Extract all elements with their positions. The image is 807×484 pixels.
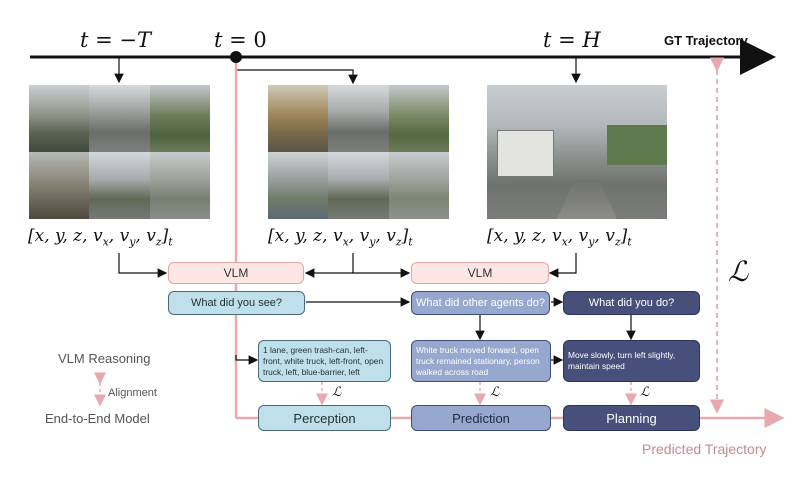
- state-vector-current: [x, y, z, vx, vy, vz]t: [268, 226, 413, 249]
- vlm-reasoning-label: VLM Reasoning: [58, 351, 151, 366]
- answer-perception: 1 lane, green trash-can, left-front, whi…: [258, 340, 391, 382]
- state-vector-future: [x, y, z, vx, vy, vz]t: [487, 226, 632, 249]
- camera-front-future: [487, 85, 667, 219]
- alignment-label: Alignment: [108, 387, 157, 399]
- state-vector-past: [x, y, z, vx, vy, vz]t: [28, 226, 173, 249]
- question-what-did-you-see: What did you see?: [168, 291, 305, 315]
- predicted-trajectory-label: Predicted Trajectory: [642, 441, 767, 457]
- time-label-minus-t: t = −T: [80, 28, 151, 52]
- answer-prediction: White truck moved forward, open truck re…: [411, 340, 551, 382]
- question-what-did-other-agents-do: What did other agents do?: [411, 291, 550, 315]
- gt-trajectory-label: GT Trajectory: [664, 33, 748, 48]
- loss-symbol-prediction: ℒ: [490, 385, 500, 400]
- module-prediction: Prediction: [411, 405, 551, 431]
- e2e-model-label: End-to-End Model: [45, 411, 150, 426]
- camera-grid-current: [268, 85, 449, 219]
- time-label-h: t = H: [543, 28, 601, 52]
- loss-symbol-planning: ℒ: [640, 385, 650, 400]
- vlm-box-left: VLM: [168, 262, 304, 284]
- question-what-did-you-do: What did you do?: [563, 291, 700, 315]
- time-label-zero: t = 0: [214, 28, 267, 52]
- loss-symbol-perception: ℒ: [332, 385, 342, 400]
- camera-grid-past: [29, 85, 210, 219]
- loss-symbol-big: ℒ: [728, 255, 749, 288]
- vlm-box-right: VLM: [411, 262, 549, 284]
- module-planning: Planning: [563, 405, 700, 431]
- module-perception: Perception: [258, 405, 391, 431]
- answer-planning: Move slowly, turn left slightly, maintai…: [563, 340, 700, 382]
